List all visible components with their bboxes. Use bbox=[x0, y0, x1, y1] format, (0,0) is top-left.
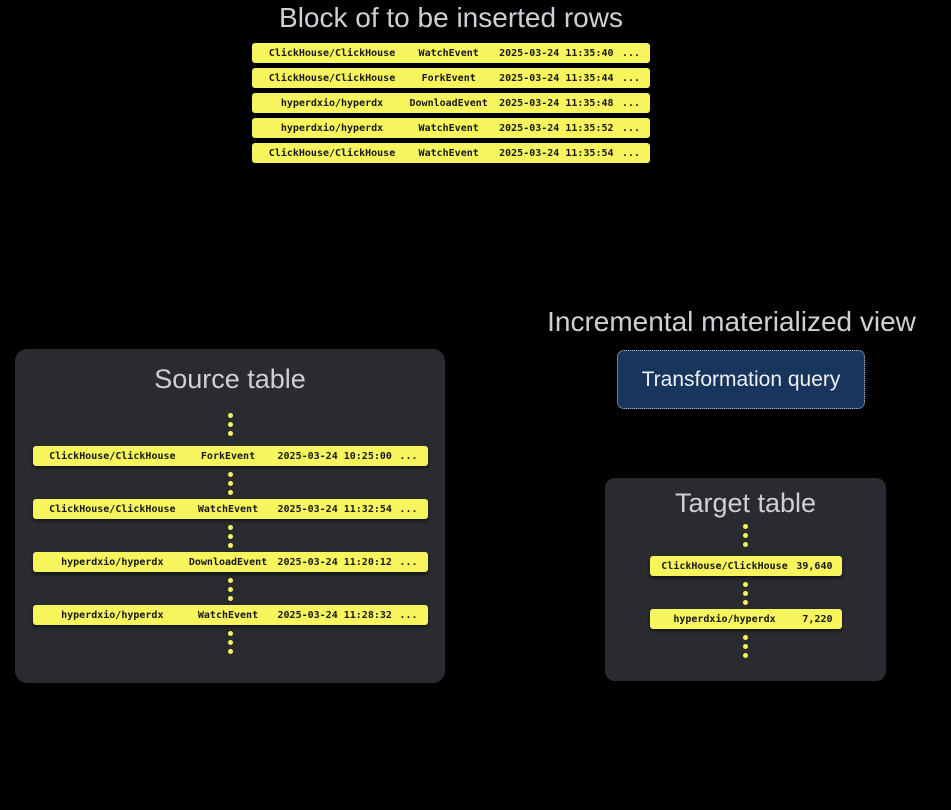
source-row: ClickHouse/ClickHouse ForkEvent 2025-03-… bbox=[32, 446, 428, 466]
ellipsis-dots bbox=[743, 635, 748, 658]
target-table-title: Target table bbox=[674, 488, 817, 518]
row-repo: ClickHouse/ClickHouse bbox=[268, 72, 396, 84]
source-row: hyperdxio/hyperdx WatchEvent 2025-03-24 … bbox=[32, 605, 428, 625]
ellipsis-dots bbox=[227, 472, 233, 495]
row-ellipsis: ... bbox=[621, 72, 640, 84]
row-repo: ClickHouse/ClickHouse bbox=[49, 503, 176, 515]
row-event: WatchEvent bbox=[418, 147, 479, 159]
row-event: DownloadEvent bbox=[409, 97, 488, 109]
inserted-row: ClickHouse/ClickHouse WatchEvent 2025-03… bbox=[252, 143, 650, 163]
row-timestamp: 2025-03-24 11:35:48 bbox=[499, 97, 614, 109]
row-repo: ClickHouse/ClickHouse bbox=[268, 147, 396, 159]
ellipsis-dots bbox=[743, 524, 748, 547]
row-count: 39,640 bbox=[796, 560, 833, 572]
row-repo: ClickHouse/ClickHouse bbox=[661, 560, 788, 572]
inserted-row: ClickHouse/ClickHouse WatchEvent 2025-03… bbox=[252, 43, 650, 63]
row-repo: hyperdxio/hyperdx bbox=[280, 122, 384, 134]
row-ellipsis: ... bbox=[621, 97, 640, 109]
ellipsis-dots bbox=[227, 413, 233, 436]
row-event: DownloadEvent bbox=[188, 556, 268, 568]
target-row: hyperdxio/hyperdx 7,220 bbox=[649, 609, 842, 629]
row-repo: ClickHouse/ClickHouse bbox=[268, 47, 396, 59]
insert-block-title: Block of to be inserted rows bbox=[279, 2, 623, 33]
row-ellipsis: ... bbox=[621, 122, 640, 134]
ellipsis-dots bbox=[743, 582, 748, 605]
row-ellipsis: ... bbox=[399, 609, 418, 621]
row-ellipsis: ... bbox=[621, 147, 640, 159]
row-repo: hyperdxio/hyperdx bbox=[280, 97, 384, 109]
row-repo: hyperdxio/hyperdx bbox=[61, 556, 164, 568]
row-timestamp: 2025-03-24 11:35:44 bbox=[499, 72, 614, 84]
row-repo: hyperdxio/hyperdx bbox=[61, 609, 164, 621]
transformation-query-box: Transformation query bbox=[617, 350, 865, 409]
source-table-title: Source table bbox=[154, 364, 306, 394]
source-table-panel: Source table ClickHouse/ClickHouse ForkE… bbox=[15, 349, 445, 683]
inserted-row: hyperdxio/hyperdx DownloadEvent 2025-03-… bbox=[252, 93, 650, 113]
row-event: WatchEvent bbox=[197, 609, 259, 621]
row-timestamp: 2025-03-24 11:20:12 bbox=[277, 556, 392, 568]
row-timestamp: 2025-03-24 11:35:52 bbox=[499, 122, 614, 134]
row-ellipsis: ... bbox=[621, 47, 640, 59]
row-event: ForkEvent bbox=[421, 72, 476, 84]
row-count: 7,220 bbox=[802, 613, 833, 625]
ellipsis-dots bbox=[227, 525, 233, 548]
row-event: ForkEvent bbox=[200, 450, 256, 462]
row-timestamp: 2025-03-24 11:28:32 bbox=[277, 609, 392, 621]
row-timestamp: 2025-03-24 10:25:00 bbox=[277, 450, 392, 462]
row-timestamp: 2025-03-24 11:32:54 bbox=[277, 503, 392, 515]
target-row: ClickHouse/ClickHouse 39,640 bbox=[649, 556, 842, 576]
ellipsis-dots bbox=[227, 578, 233, 601]
row-timestamp: 2025-03-24 11:35:54 bbox=[499, 147, 614, 159]
target-table-panel: Target table ClickHouse/ClickHouse 39,64… bbox=[605, 478, 886, 681]
inserted-row: hyperdxio/hyperdx WatchEvent 2025-03-24 … bbox=[252, 118, 650, 138]
row-ellipsis: ... bbox=[399, 450, 418, 462]
row-ellipsis: ... bbox=[399, 556, 418, 568]
source-row: hyperdxio/hyperdx DownloadEvent 2025-03-… bbox=[32, 552, 428, 572]
transformation-query-label: Transformation query bbox=[641, 367, 841, 391]
row-event: WatchEvent bbox=[197, 503, 259, 515]
row-event: WatchEvent bbox=[418, 122, 479, 134]
materialized-view-heading: Incremental materialized view bbox=[547, 306, 916, 337]
row-event: WatchEvent bbox=[418, 47, 479, 59]
row-timestamp: 2025-03-24 11:35:40 bbox=[499, 47, 614, 59]
source-row: ClickHouse/ClickHouse WatchEvent 2025-03… bbox=[32, 499, 428, 519]
row-repo: ClickHouse/ClickHouse bbox=[49, 450, 176, 462]
ellipsis-dots bbox=[227, 631, 233, 654]
row-ellipsis: ... bbox=[399, 503, 418, 515]
row-repo: hyperdxio/hyperdx bbox=[673, 613, 776, 625]
inserted-row: ClickHouse/ClickHouse ForkEvent 2025-03-… bbox=[252, 68, 650, 88]
insert-block: Block of to be inserted rows ClickHouse/… bbox=[252, 2, 650, 168]
